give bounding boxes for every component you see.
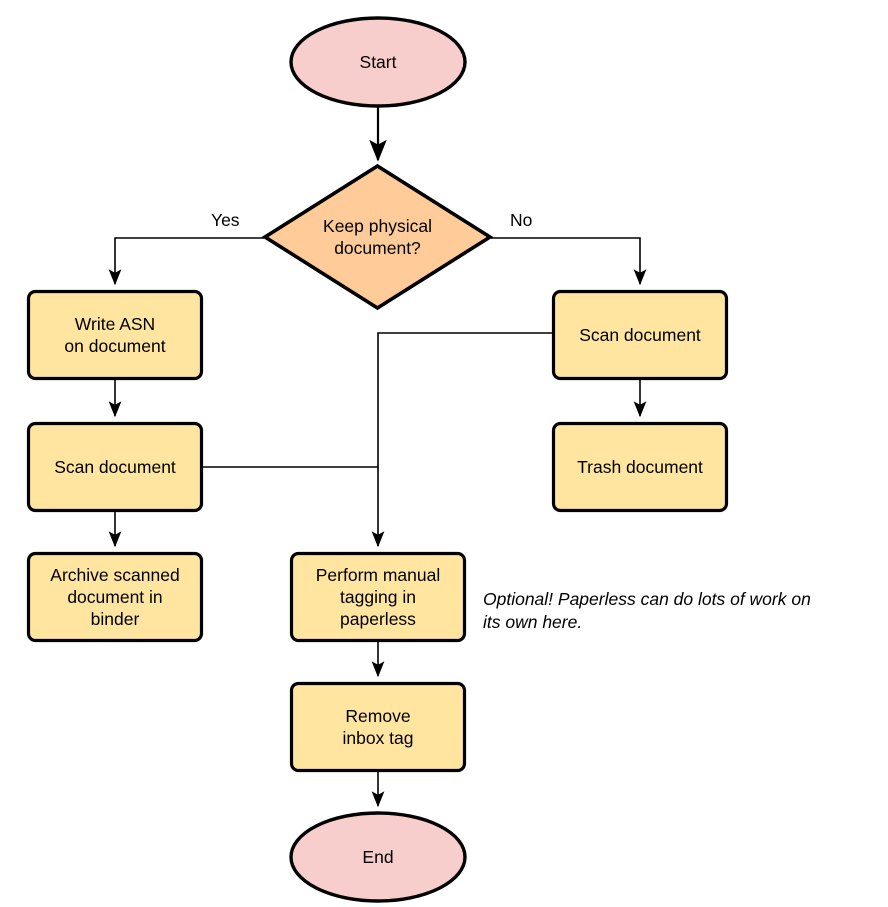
node-write-asn-shape[interactable] [26, 289, 204, 381]
edge-decision-no-to-scan-right [490, 237, 647, 286]
node-decision-shape[interactable] [261, 163, 494, 311]
edge-label-no: No [508, 210, 535, 230]
node-trash-shape[interactable] [551, 421, 729, 513]
node-start-shape[interactable] [289, 16, 467, 108]
node-end-shape[interactable] [289, 811, 467, 903]
annotation-optional-note: Optional! Paperless can do lots of work … [483, 589, 811, 632]
node-archive-shape[interactable] [26, 551, 204, 643]
node-remove-tag-shape[interactable] [289, 681, 467, 773]
node-scan-right-shape[interactable] [551, 289, 729, 381]
edge-decision-yes-to-write-asn [108, 237, 265, 286]
node-scan-left-shape[interactable] [26, 421, 204, 513]
edge-label-yes: Yes [209, 210, 242, 230]
node-tagging-shape[interactable] [289, 551, 467, 643]
edge-scan-right-to-tagging [371, 332, 552, 548]
